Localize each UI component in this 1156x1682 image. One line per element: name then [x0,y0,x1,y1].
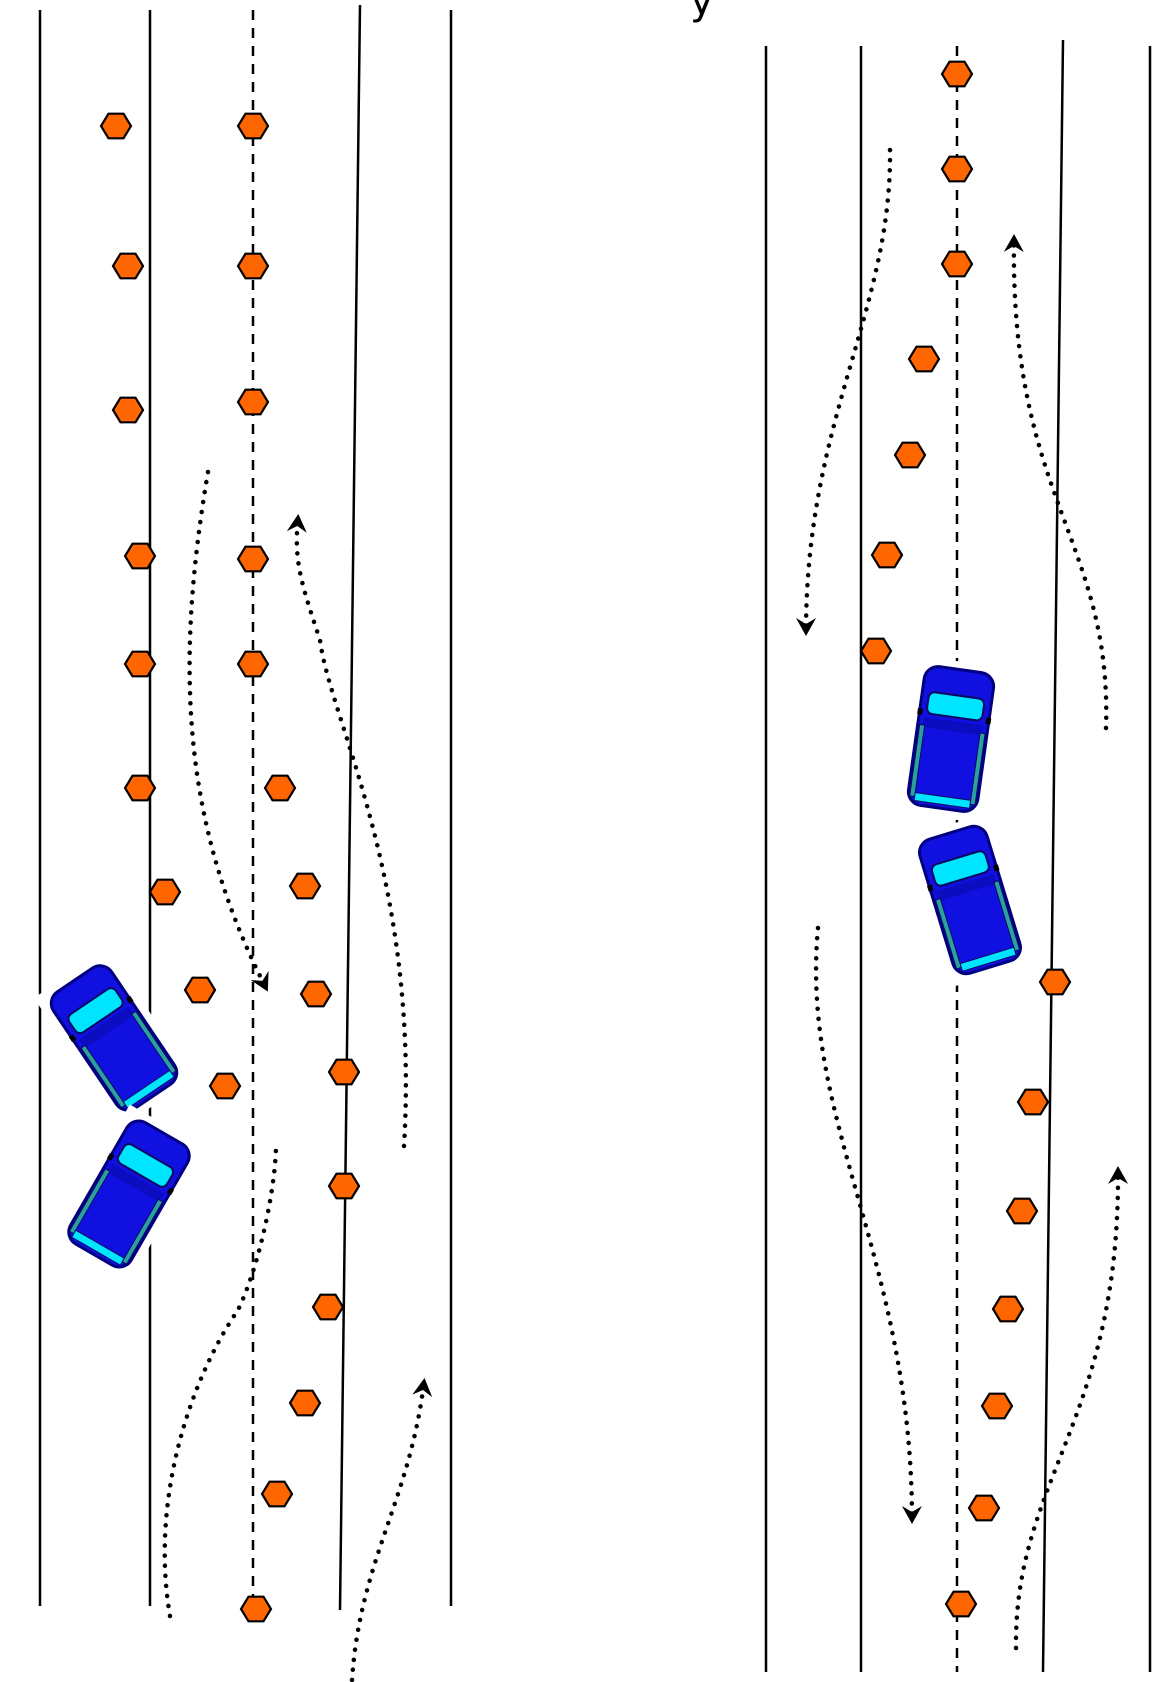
car-icon [903,811,1037,989]
arrowhead-icon [412,1378,433,1398]
traffic-cone-icon [123,650,157,678]
traffic-cone-icon [907,345,941,373]
arrowhead-icon [250,970,269,992]
traffic-cone-icon [967,1494,1001,1522]
traffic-cone-icon [311,1293,345,1321]
traffic-cone-icon [940,155,974,183]
traffic-cone-icon [263,774,297,802]
traffic-cone-icon [236,112,270,140]
traffic-paths [162,147,1129,1682]
cars [32,654,1037,1286]
path-left-up-right [294,515,409,1149]
car-icon [32,947,196,1129]
traffic-cone-icon [183,976,217,1004]
traffic-cone-icon [940,250,974,278]
traffic-cone-icon [111,252,145,280]
traffic-cone-icon [288,1389,322,1417]
traffic-cone-icon [1005,1197,1039,1225]
traffic-cone-icon [236,252,270,280]
arrowhead-icon [286,514,307,533]
car-icon [895,654,1007,824]
traffic-cone-icon [239,1595,273,1623]
path-right-down-center [813,925,915,1523]
traffic-cone-icon [991,1295,1025,1323]
traffic-cone-icon [859,637,893,665]
traffic-cone-icon [111,396,145,424]
traffic-cone-icon [870,541,904,569]
traffic-cone-icon [260,1480,294,1508]
path-left-up-bottom [349,1379,427,1682]
traffic-cone-icon [123,774,157,802]
path-left-down-center [187,469,269,991]
top-text-fragment: y [690,0,714,24]
car-icon [50,1102,208,1286]
traffic-cone-icon [1038,968,1072,996]
arrowhead-icon [796,617,817,636]
arrowhead-icon [901,1505,922,1524]
traffic-cone-icon [327,1058,361,1086]
arrowhead-icon [1003,234,1024,253]
path-right-up-right [1011,235,1109,731]
traffic-cone-icon [288,872,322,900]
traffic-cone-icon [944,1590,978,1618]
traffic-cone-icon [148,878,182,906]
path-right-up-bottom [1013,1167,1121,1651]
arrowhead-icon [1108,1166,1129,1185]
traffic-cone-icon [299,980,333,1008]
traffic-cone-icon [980,1392,1014,1420]
traffic-cone-icon [123,542,157,570]
traffic-cone-icon [208,1072,242,1100]
right-lane-line-right [1041,39,1065,1673]
traffic-cone-icon [236,545,270,573]
traffic-cone-icon [893,441,927,469]
traffic-cone-icon [327,1172,361,1200]
traffic-cone-icon [940,60,974,88]
traffic-cone-icon [236,650,270,678]
traffic-cone-icon [236,388,270,416]
cones [99,60,1072,1623]
path-left-bottom-curve [162,1142,279,1619]
traffic-cone-icon [99,112,133,140]
traffic-cone-icon [1016,1088,1050,1116]
left-lane-line-right [338,4,362,1611]
